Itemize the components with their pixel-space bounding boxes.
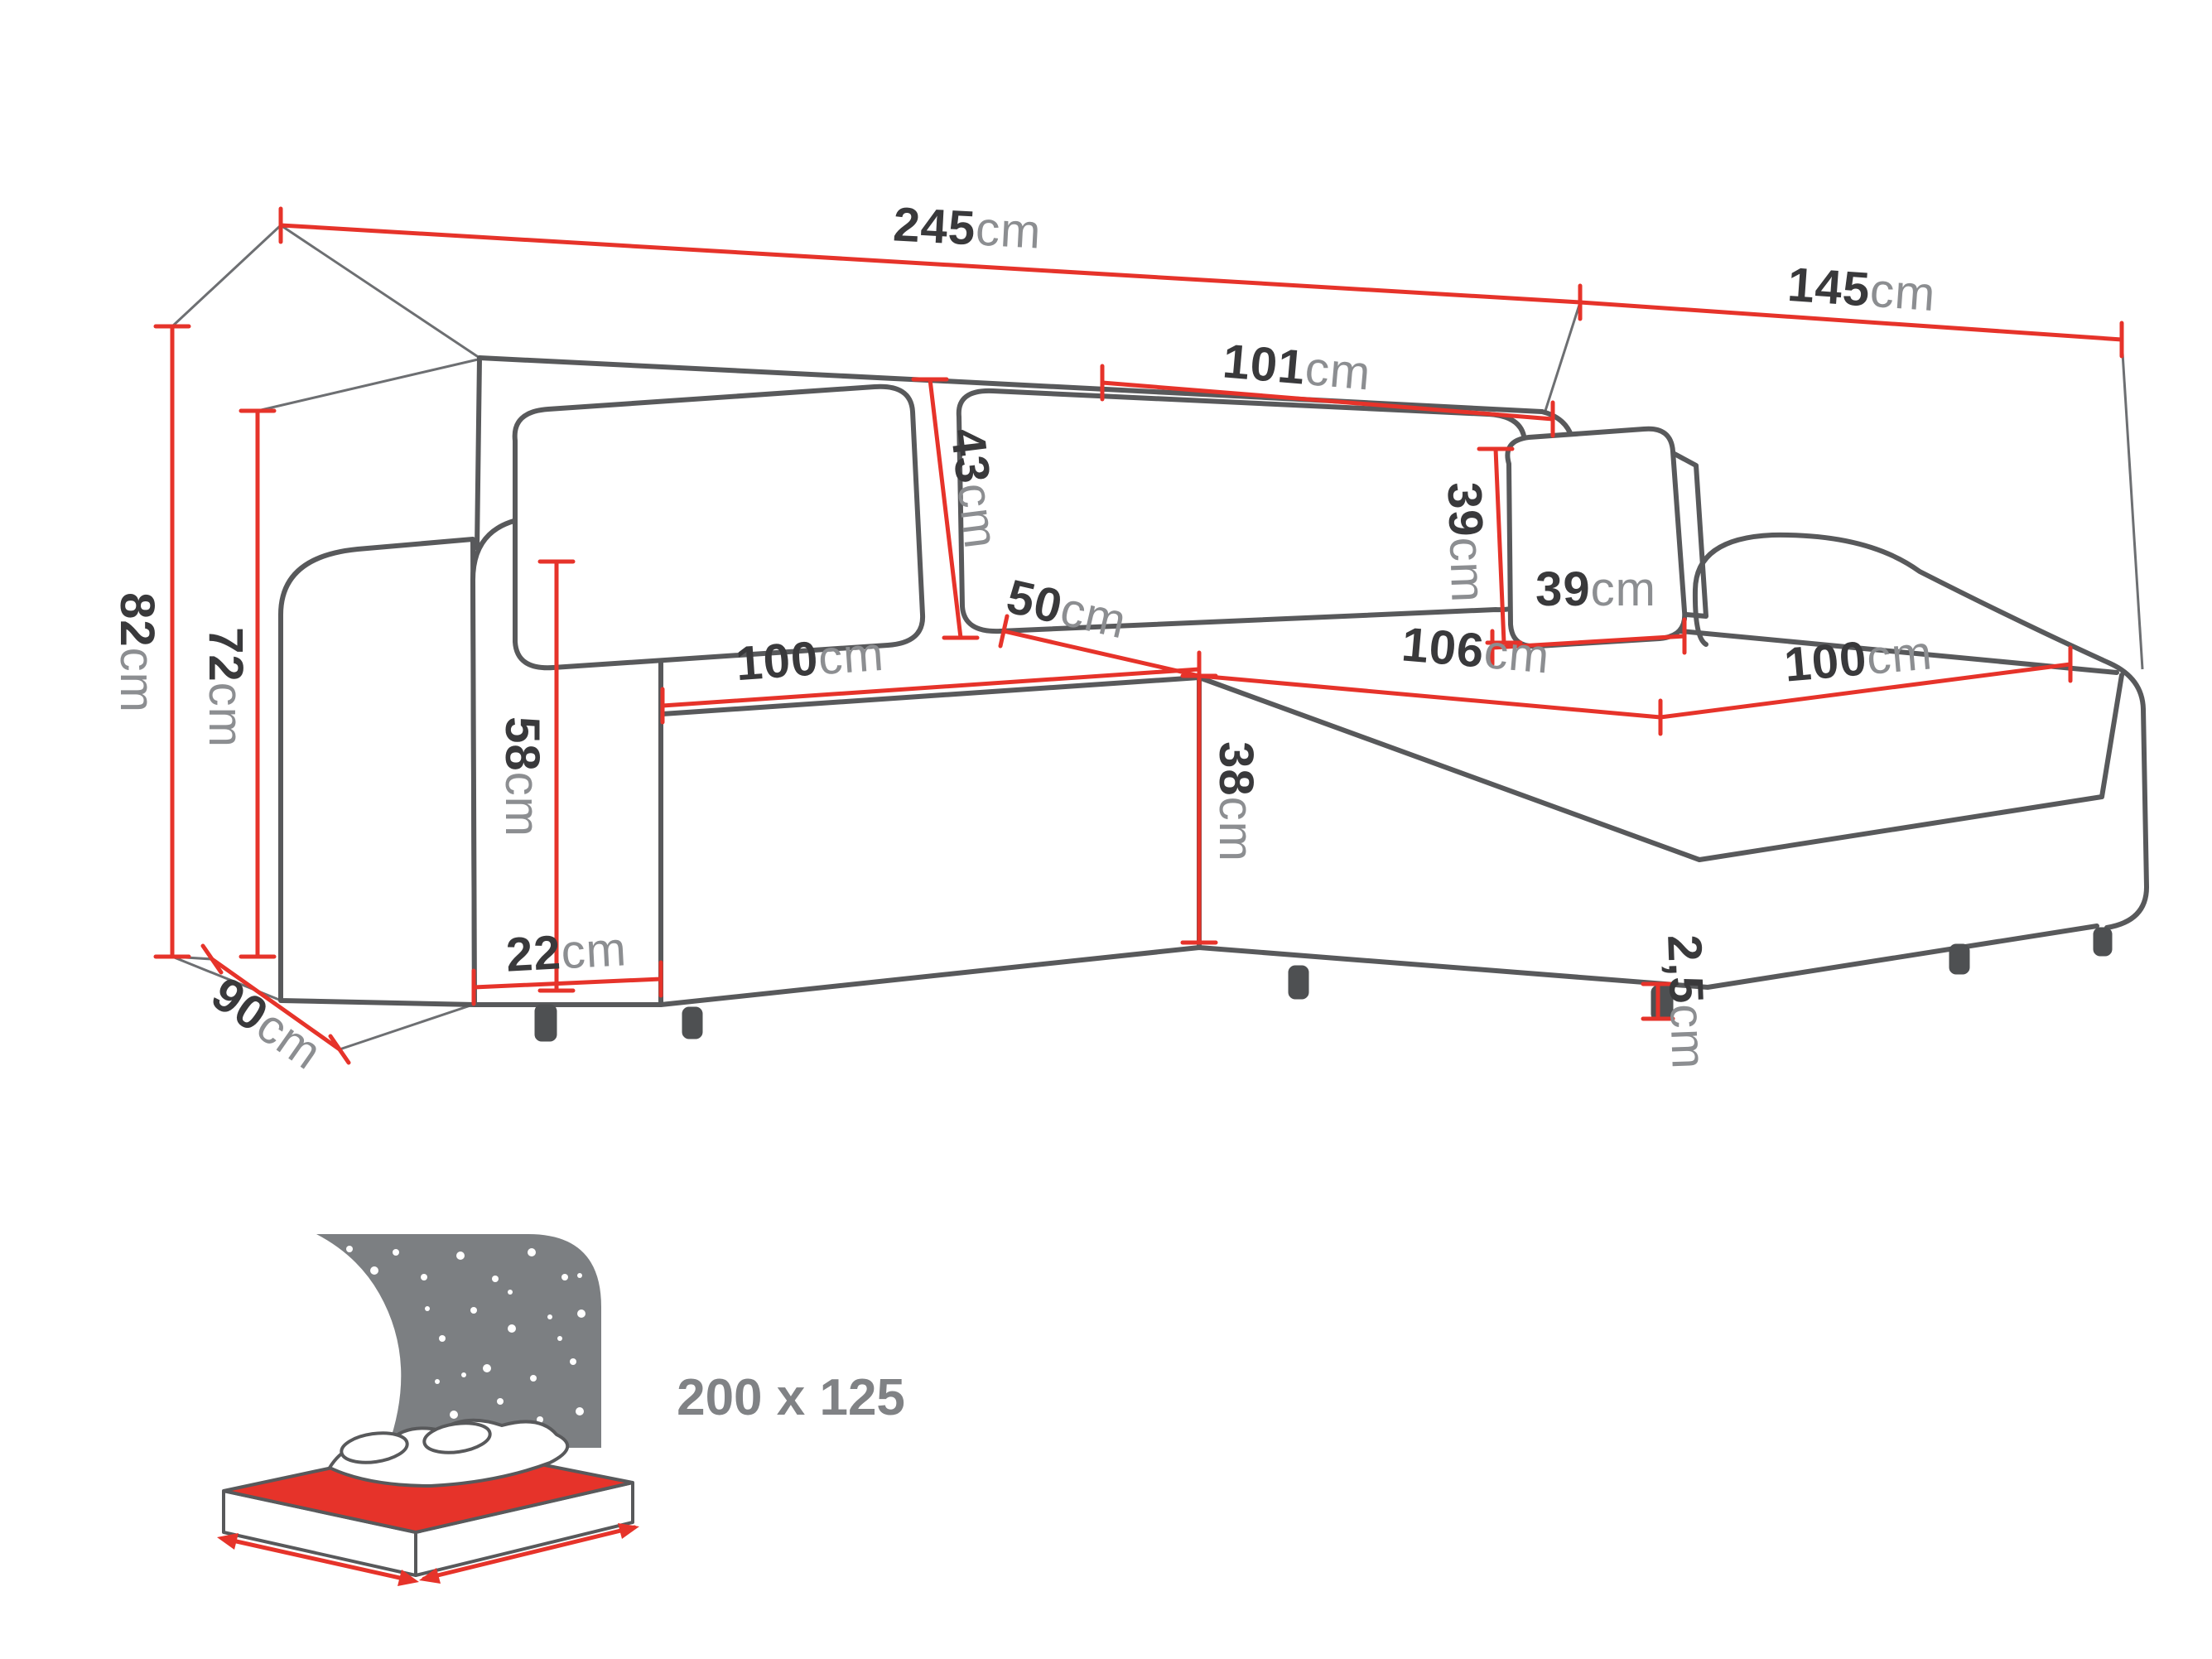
dimension-label-total-width: 245cm: [891, 197, 1043, 259]
dimension-unit: cm: [495, 771, 549, 837]
bed-pillow-right: [422, 1421, 492, 1454]
dimension-label-chaise-width: 100cm: [1781, 625, 1935, 692]
dimension-unit: cm: [1590, 562, 1656, 616]
dimension-value: 58: [495, 716, 549, 772]
bed-size-arrows: [217, 1523, 639, 1586]
dimension-unit: cm: [1660, 1003, 1716, 1071]
dimension-line-armrest-width: [471, 960, 663, 1006]
dimension-unit: cm: [816, 626, 886, 686]
dimension-value: 145: [1786, 257, 1872, 317]
dimension-line-seat-height: [1180, 673, 1218, 945]
sleeping-area-size: 200 x 125: [677, 1369, 905, 1426]
dimension-line-armrest-height: [537, 559, 576, 993]
dimension-value: 106: [1399, 617, 1487, 678]
dimension-label-seat-width: 100cm: [734, 626, 886, 692]
dimension-label-backrest-height: 72cm: [199, 627, 253, 748]
backrest-left-edge: [475, 355, 482, 551]
sofa-legs: [534, 927, 2113, 1042]
dimension-line-backrest-width: [1100, 364, 1555, 438]
chaise-seat-edges: [1197, 673, 2124, 862]
dimension-unit: cm: [1482, 625, 1553, 684]
stars: [346, 1246, 586, 1423]
right-armrest: [1692, 532, 2149, 930]
left-armrest-side: [278, 537, 477, 1007]
dimension-label-pillow-height: 39cm: [1437, 480, 1495, 604]
dimension-unit: cm: [1209, 796, 1263, 862]
dimension-line-chaise-width: [1658, 645, 2073, 720]
dimension-label-total-height: 82cm: [110, 592, 164, 713]
bed-pillow-left: [340, 1431, 409, 1464]
dimension-value: 100: [1781, 631, 1869, 692]
dimension-value: 82: [110, 592, 164, 648]
dimension-value: 100: [734, 631, 821, 692]
dimension-value: 39: [1535, 562, 1591, 616]
dimension-label-pillow-width: 39cm: [1535, 566, 1656, 614]
dimension-unit: cm: [1439, 536, 1496, 604]
dimension-line-back-cushion-height: [911, 377, 980, 640]
dimension-lines: [153, 206, 2124, 1065]
dimension-value: 43: [940, 425, 1000, 487]
dimension-label-back-cushion-height: 43cm: [940, 425, 1009, 552]
dimension-value: 22: [504, 925, 563, 982]
dimension-unit: cm: [947, 480, 1009, 552]
dimension-value: 2,5: [1657, 933, 1714, 1006]
dimension-value: 245: [891, 197, 977, 256]
back-cushion-left: [512, 383, 926, 671]
seat-front-top-edge: [660, 675, 1202, 716]
dimension-label-armrest-width: 22cm: [504, 922, 629, 982]
dimension-unit: cm: [559, 922, 629, 980]
dimension-label-armrest-height: 58cm: [495, 716, 549, 837]
dimension-unit: cm: [199, 682, 253, 748]
dimension-line-pillow-width: [1490, 617, 1687, 667]
dimension-label-backrest-width: 101cm: [1220, 334, 1374, 401]
dimension-line-leg-height: [1641, 981, 1675, 1021]
dimension-label-total-depth: 145cm: [1786, 257, 1938, 322]
dimension-line-backrest-height: [239, 408, 277, 959]
dimension-label-chaise-length: 106cm: [1399, 617, 1553, 684]
dimension-value: 39: [1437, 480, 1493, 538]
dimension-unit: cm: [1867, 263, 1938, 322]
dimension-value: 72: [199, 627, 253, 682]
dimension-line-seat-depth: [998, 614, 1202, 678]
sofa-bed-night-sky-icon: [217, 1234, 639, 1586]
dimension-line-total-height: [153, 324, 191, 959]
night-sky-shape: [316, 1234, 601, 1448]
dimension-unit: cm: [1303, 341, 1374, 401]
dimension-line-total-depth: [1578, 300, 2124, 359]
dimension-line-side-depth: [200, 943, 351, 1065]
dimension-value: 38: [1209, 741, 1263, 797]
sofa-bottom-edge: [658, 924, 2099, 1007]
corner-sofa-drawing: [278, 355, 2149, 1042]
dimension-unit: cm: [110, 647, 164, 713]
dimension-unit: cm: [974, 201, 1043, 259]
dimension-value: 101: [1220, 334, 1308, 395]
dimension-label-leg-height: 2,5cm: [1657, 933, 1716, 1071]
dimension-unit: cm: [1864, 625, 1935, 685]
projection-lines: [171, 224, 2144, 1051]
dimension-label-seat-height: 38cm: [1209, 741, 1263, 862]
